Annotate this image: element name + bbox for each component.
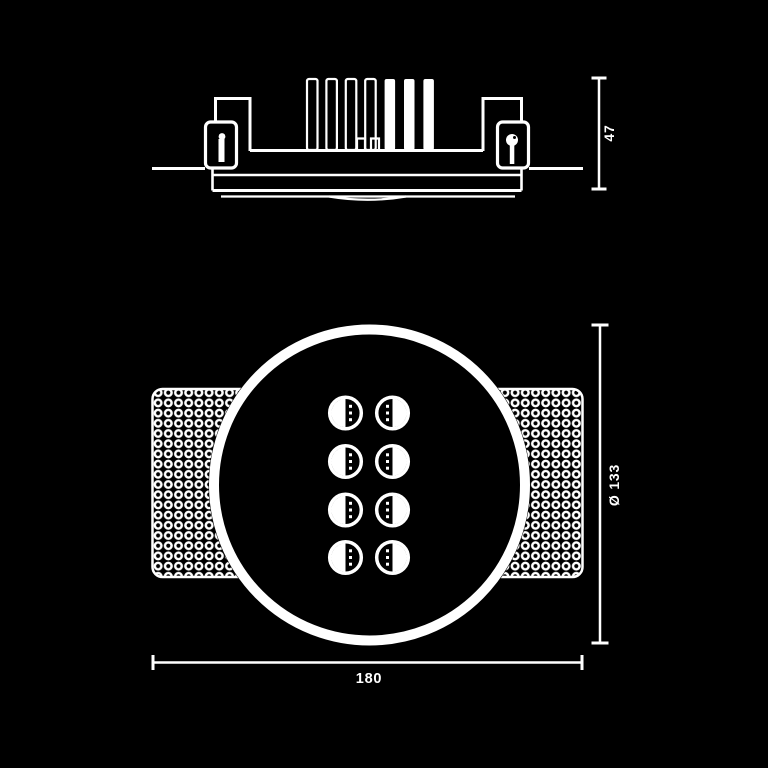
dimension-diameter: Ø 133 (591, 323, 622, 645)
trim-arc (328, 195, 407, 201)
clip-housing-left (203, 120, 239, 170)
fin-hollow (325, 77, 338, 152)
dimension-diameter-label: Ø 133 (606, 464, 622, 506)
housing-shoulder-left (214, 97, 252, 151)
bezel-face (208, 324, 531, 646)
trim-flange (211, 168, 523, 201)
fin-solid (404, 79, 415, 150)
mounting-clip-right (495, 120, 531, 170)
fin-solid (423, 79, 434, 150)
clip-housing-right (495, 120, 531, 170)
clip-screw-icon (506, 134, 518, 146)
dimension-width-label: 180 (356, 671, 383, 687)
cable-clamp-bracket (355, 137, 381, 150)
fin-solid (384, 79, 396, 150)
clip-screw-slot (513, 136, 516, 139)
plan-view: Ø 133 180 (151, 323, 622, 687)
heatsink-fins (305, 77, 434, 152)
clip-spring-stem (218, 139, 225, 162)
clip-screw-stem (509, 145, 515, 164)
dimension-height-label: 47 (601, 124, 617, 141)
section-view: 47 (152, 76, 617, 201)
dimension-width: 180 (151, 655, 584, 687)
clip-spring-icon (218, 133, 226, 140)
dimension-height: 47 (591, 76, 617, 191)
fin-hollow (305, 77, 319, 152)
fin-hollow (344, 77, 358, 152)
housing-shoulder-right (481, 97, 523, 151)
bezel-ring (209, 324, 530, 646)
mounting-clip-left (203, 120, 239, 170)
